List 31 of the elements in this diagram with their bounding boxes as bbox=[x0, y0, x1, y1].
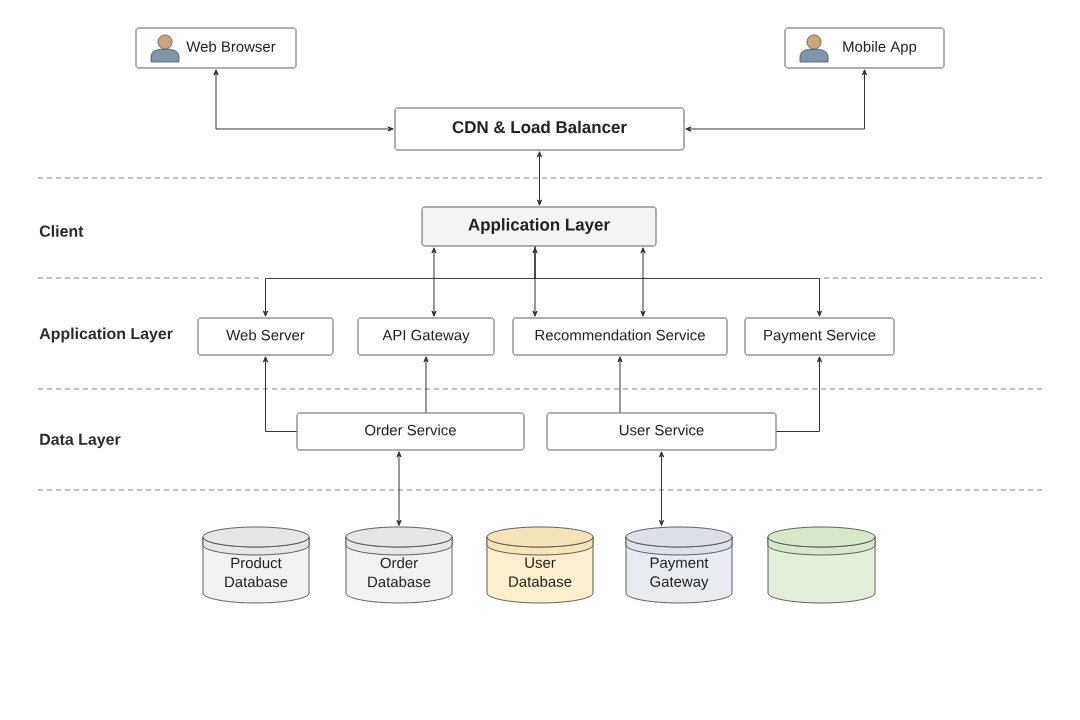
component-box: Order Service bbox=[296, 412, 525, 451]
arrow bbox=[534, 245, 823, 317]
component-box: Web Server bbox=[197, 317, 334, 356]
arrow bbox=[532, 247, 538, 317]
arrow bbox=[423, 356, 429, 414]
component-box: CDN & Load Balancer bbox=[394, 107, 685, 151]
arrow bbox=[640, 247, 646, 317]
database-cylinder bbox=[767, 526, 876, 604]
arrow bbox=[617, 356, 623, 414]
arrow bbox=[431, 247, 437, 317]
lane-label: Application Layer bbox=[39, 327, 173, 343]
arrow bbox=[396, 451, 402, 526]
database-cylinder: Product Database bbox=[202, 526, 310, 604]
component-box: Payment Service bbox=[744, 317, 895, 356]
component-box: Application Layer bbox=[421, 206, 657, 247]
component-box: Web Browser bbox=[135, 27, 297, 69]
database-cylinder: Payment Gateway bbox=[625, 526, 733, 604]
lane-label: Data Layer bbox=[40, 433, 121, 449]
database-cylinder: User Database bbox=[486, 526, 594, 604]
arrow bbox=[775, 356, 823, 432]
database-cylinder: Order Database bbox=[345, 526, 453, 604]
arrow bbox=[685, 69, 868, 132]
component-box: Mobile App bbox=[784, 27, 945, 69]
component-box: Recommendation Service bbox=[512, 317, 728, 356]
lane-label: Client bbox=[39, 225, 84, 237]
arrow bbox=[536, 151, 543, 206]
arrow bbox=[213, 69, 394, 132]
component-box: User Service bbox=[546, 412, 777, 451]
arrow bbox=[262, 356, 298, 432]
arrow bbox=[658, 451, 665, 526]
component-box: API Gateway bbox=[357, 317, 495, 356]
